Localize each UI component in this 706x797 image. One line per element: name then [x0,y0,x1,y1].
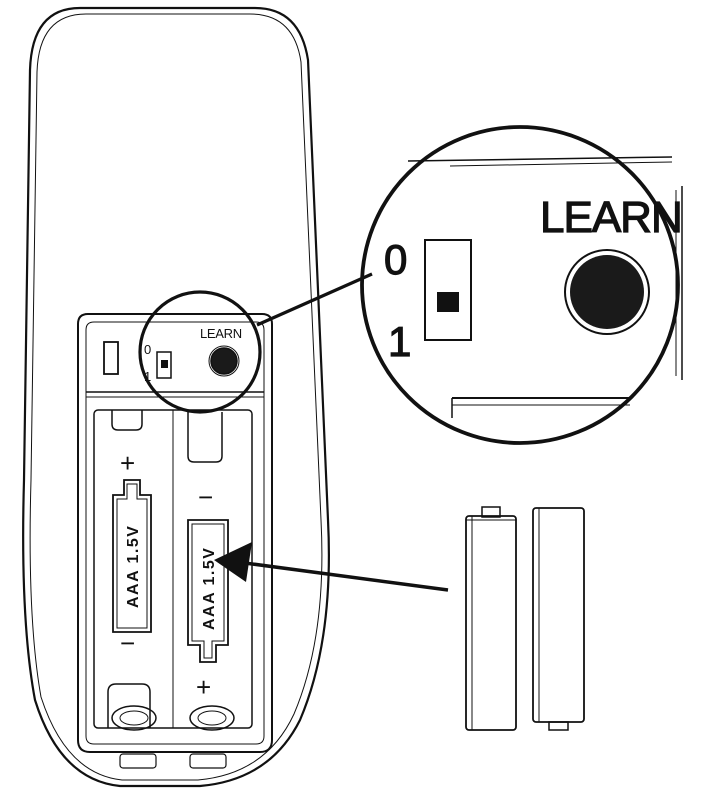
remote-switch-off-label: 0 [144,342,151,357]
remote-switch-knob [161,360,168,368]
battery-right-label: AAA 1.5V [201,547,218,630]
remote-switch-panel: 0 1 LEARN [103,326,242,384]
callout-learn-label: LEARN [540,193,682,242]
callout-switch-slot[interactable] [424,239,472,341]
callout-learn-button-ring [564,249,650,335]
highlight-circle [138,290,262,414]
callout-switch-knob [437,292,459,312]
callout-switch-off-label: 0 [384,236,407,283]
callout-switch-on-label: 1 [388,318,411,365]
battery-left: AAA 1.5V [112,479,152,633]
battery-right: AAA 1.5V [187,519,229,663]
loose-battery-2 [532,507,585,731]
magnified-callout: 0 1 LEARN [360,125,683,445]
remote-learn-label: LEARN [200,326,242,341]
remote-body [22,6,330,788]
right-plus-mark: + [196,672,211,702]
remote-small-slot [103,341,119,375]
left-minus-mark: − [120,628,135,658]
remote-switch-slot[interactable] [156,351,172,379]
left-plus-mark: + [120,448,135,478]
callout-connector [256,272,373,327]
right-minus-mark: − [198,482,213,512]
remote-switch-on-label: 1 [144,369,151,384]
insert-arrow [214,542,449,592]
battery-compartment [77,313,273,769]
remote-learn-button[interactable] [210,347,238,375]
loose-battery-1 [465,506,517,731]
battery-left-label: AAA 1.5V [125,525,142,608]
callout-learn-button[interactable] [570,255,644,329]
